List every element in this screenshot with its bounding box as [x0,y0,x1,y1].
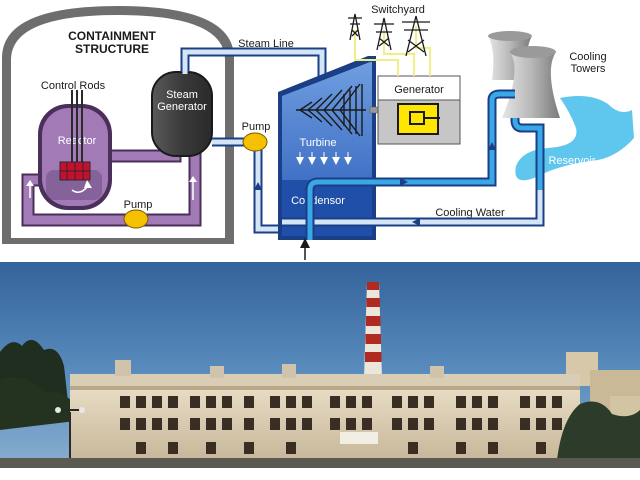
photo-chimney [364,282,382,378]
pump-top-label: Pump [242,121,271,133]
photo-windows [120,396,562,454]
reactor-vessel: Reactor [38,104,112,210]
cooling-towers-label-line2: Towers [571,63,606,75]
photo-building-main [70,360,580,460]
photo-trees-left [0,339,84,430]
switchyard-label: Switchyard [371,4,425,16]
generator-label: Generator [394,84,444,96]
containment-label-line2: STRUCTURE [75,42,149,56]
cooling-water-label: Cooling Water [435,207,505,219]
condensor-label: Condensor [291,195,345,207]
reservoir: Reservoir [515,96,634,181]
control-rods-label: Control Rods [41,80,106,92]
steam-line-label: Steam Line [238,38,294,50]
steam-generator-label-line1: Steam [166,89,198,101]
cooling-towers-label-line1: Cooling [569,51,606,63]
steam-down-arrows [296,157,352,165]
steam-generator: Steam Generator [151,60,213,157]
steam-generator-label-line2: Generator [157,101,207,113]
cooling-towers: Cooling Towers [488,31,607,118]
pump-bottom-label: Pump [124,199,153,211]
photo-trees-right [556,401,640,470]
containment-label-line1: CONTAINMENT [68,29,156,43]
control-rods: Control Rods [41,80,106,162]
turbine-blades [296,83,366,137]
fuel-core-grid [60,162,90,180]
primary-pump: Pump [123,199,153,229]
generator: Generator [377,75,461,145]
diagram: CONTAINMENT STRUCTURE Reactor [2,4,634,260]
photo-bottom-margin [0,468,640,480]
feedwater-pump: Pump [242,121,271,152]
switchyard-towers [348,13,430,57]
turbine-condensor-block: Turbine Condensor [278,56,376,260]
steam-down-arrow-stems [299,152,349,157]
power-plant-photo [0,262,640,480]
cooling-water-loop: Cooling Water [282,89,545,240]
reservoir-label: Reservoir [548,155,595,167]
turbine-label: Turbine [300,137,337,149]
